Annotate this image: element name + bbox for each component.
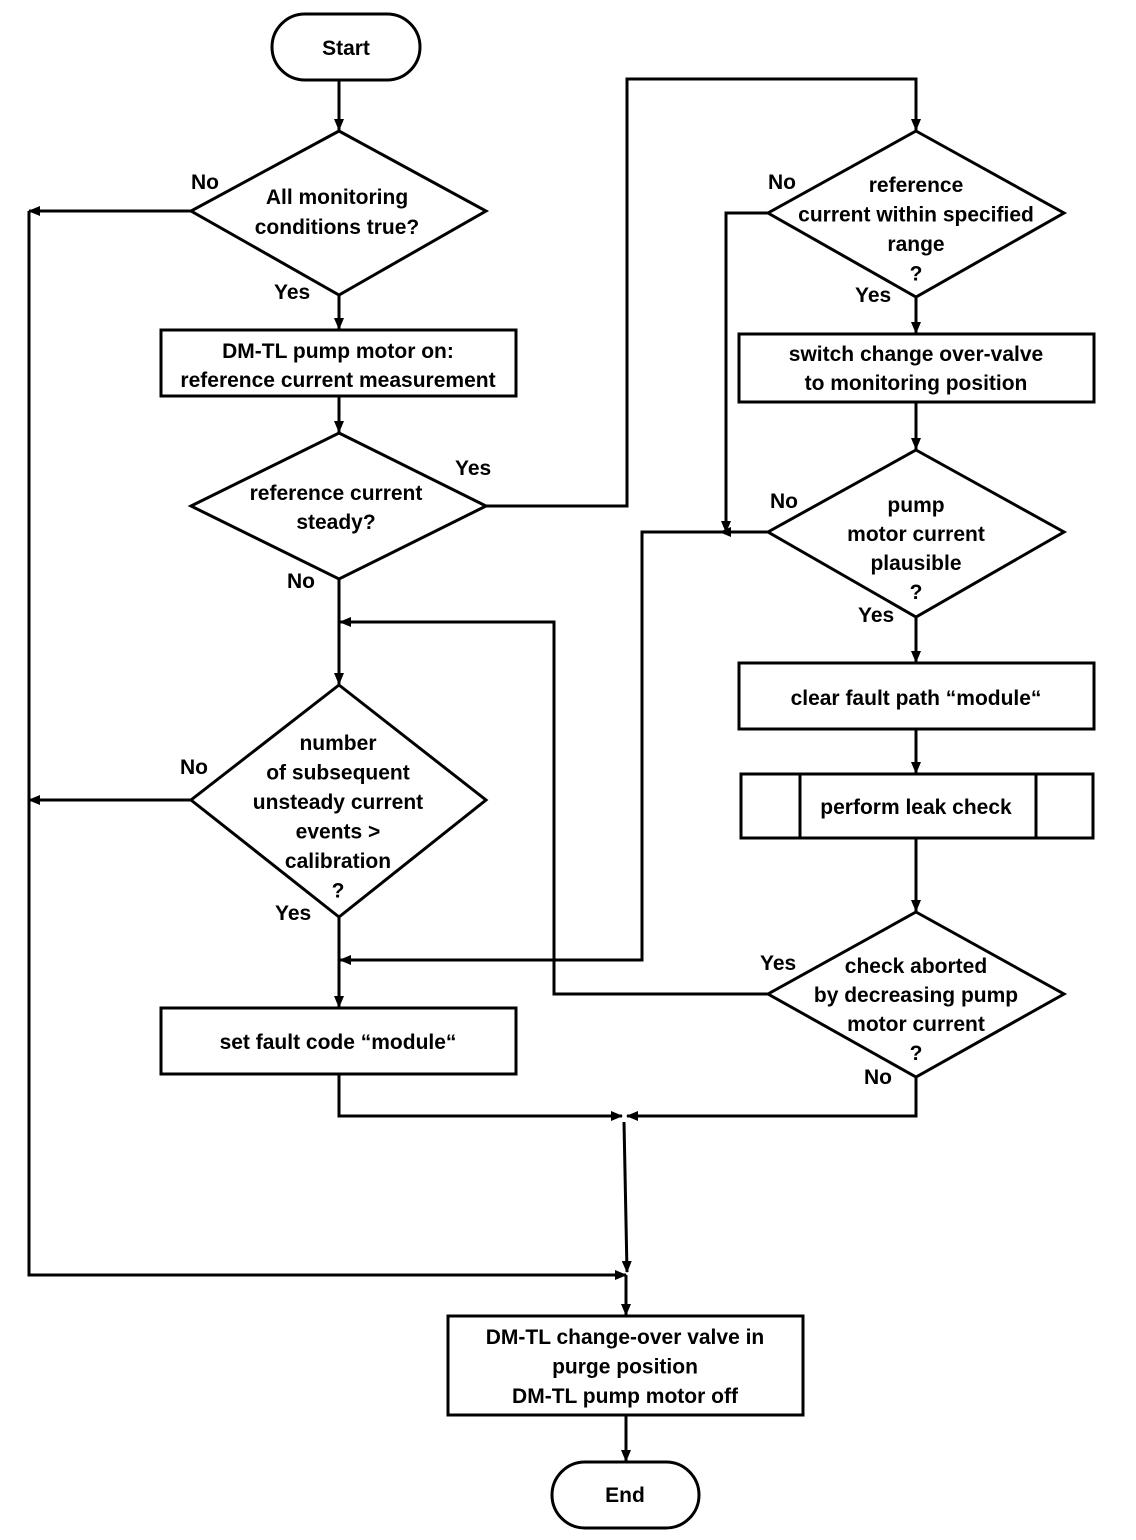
monitoring-conditions-label: All monitoring conditions true?	[255, 186, 420, 239]
arrow-set-fault-to-merge	[337, 1074, 623, 1121]
label-line: events >	[296, 821, 381, 844]
clear-fault-path-label: clear fault path “module“	[791, 687, 1042, 710]
plausible-yes-label: Yes	[858, 604, 894, 627]
label-line: reference current	[250, 482, 423, 505]
label-line: DM-TL change-over valve in	[486, 1326, 765, 1349]
label-line: motor current	[847, 1013, 985, 1036]
aborted-yes-label: Yes	[760, 952, 796, 975]
arrow-aborted-no-to-merge	[626, 1077, 918, 1121]
aborted-no-label: No	[864, 1066, 892, 1089]
start-terminator	[270, 12, 422, 82]
end-label: End	[605, 1484, 645, 1507]
pump-motor-on-label: DM-TL pump motor on: reference current me…	[180, 340, 495, 392]
process-pump-motor-on	[159, 328, 518, 398]
label-line: ?	[910, 263, 923, 286]
ref-range-no-label: No	[768, 171, 796, 194]
label-line: All monitoring	[266, 186, 408, 209]
label-line: ?	[910, 1042, 923, 1065]
arrow-steady-yes	[486, 77, 921, 508]
label-line: clear fault path “module“	[791, 687, 1042, 710]
label-line: switch change over-valve	[789, 343, 1043, 366]
label-line: pump	[887, 494, 944, 517]
decision-reference-current-steady	[187, 431, 490, 581]
label-line: calibration	[285, 850, 391, 873]
end-terminator	[550, 1460, 701, 1530]
subsequent-unsteady-events-label: number of subsequent unsteady current event…	[253, 732, 423, 903]
label-line: number	[299, 732, 376, 755]
start-label: Start	[322, 37, 370, 60]
valve-purge-pump-off-label: DM-TL change-over valve in purge position…	[486, 1326, 765, 1408]
label-line: ?	[910, 581, 923, 604]
conditions-no-label: No	[191, 171, 219, 194]
label-line: ?	[332, 880, 345, 903]
arrow-merge-down	[621, 1121, 632, 1273]
subsequent-yes-label: Yes	[275, 902, 311, 925]
label-line: reference current measurement	[180, 369, 495, 392]
label-line: unsteady current	[253, 791, 423, 814]
label-line: to monitoring position	[805, 372, 1028, 395]
label-line: of subsequent	[266, 762, 410, 785]
arrow-no-branch-to-set-fault	[339, 530, 726, 965]
arrow-aborted-yes	[339, 617, 768, 996]
label-line: check aborted	[845, 955, 987, 978]
arrow-left-bus-to-end	[27, 211, 627, 1280]
label-line: steady?	[296, 511, 375, 534]
pump-motor-current-plausible-label: pump motor current plausible?	[847, 494, 985, 604]
conditions-yes-label: Yes	[274, 281, 310, 304]
perform-leak-check-label: perform leak check	[820, 796, 1012, 819]
label-line: DM-TL pump motor off	[512, 1385, 739, 1408]
subsequent-no-label: No	[180, 756, 208, 779]
label-line: range	[887, 233, 944, 256]
label-line: Start	[322, 37, 370, 60]
set-fault-code-label: set fault code “module“	[220, 1031, 457, 1054]
reference-current-range-label: reference current within specified range?	[798, 174, 1034, 286]
switch-change-over-valve-label: switch change over-valve to monitoring po…	[789, 343, 1043, 395]
label-line: End	[605, 1484, 645, 1507]
arrow-range-no	[721, 211, 768, 533]
label-line: by decreasing pump	[814, 984, 1018, 1007]
plausible-no-label: No	[770, 490, 798, 513]
label-line: reference	[869, 174, 964, 197]
label-line: perform leak check	[820, 796, 1012, 819]
ref-range-yes-label: Yes	[855, 284, 891, 307]
label-line: plausible	[870, 552, 961, 575]
label-line: current within specified	[798, 204, 1034, 227]
reference-current-steady-label: reference current steady?	[250, 482, 423, 534]
label-line: purge position	[552, 1356, 698, 1379]
decision-monitoring-conditions	[187, 129, 490, 297]
check-aborted-label: check aborted by decreasing pump motor cur…	[814, 955, 1018, 1065]
steady-yes-label: Yes	[455, 457, 491, 480]
label-line: motor current	[847, 523, 985, 546]
process-switch-change-over-valve	[737, 332, 1096, 404]
label-line: set fault code “module“	[220, 1031, 457, 1054]
label-line: DM-TL pump motor on:	[222, 340, 454, 363]
label-line: conditions true?	[255, 216, 420, 239]
steady-no-label: No	[287, 570, 315, 593]
